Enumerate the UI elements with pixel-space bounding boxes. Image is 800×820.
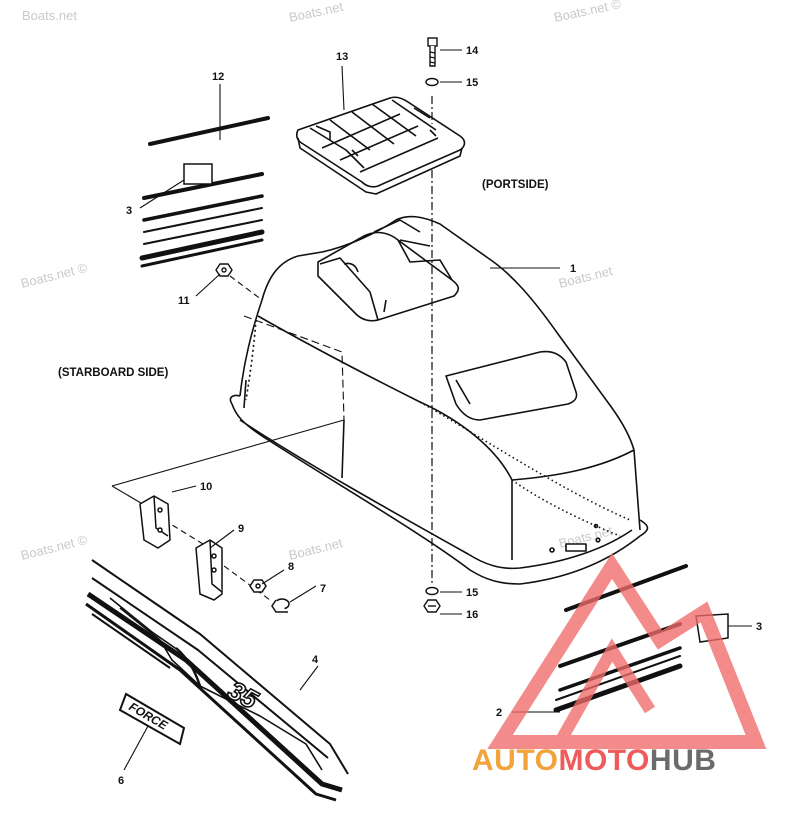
label-part-10: 10 [200, 481, 212, 493]
label-part-4: 4 [312, 654, 319, 666]
automotohub-logo [487, 553, 767, 749]
portside-label: (PORTSIDE) [482, 179, 549, 191]
leader-lines [123, 49, 752, 771]
badge-part-6: FORCE [118, 692, 186, 746]
intake-grille [295, 96, 466, 195]
decal-part-3-left [183, 163, 213, 185]
label-part-12: 12 [212, 71, 224, 83]
label-part-7: 7 [320, 583, 326, 595]
watermark: Boats.net © [553, 0, 623, 25]
label-part-16: 16 [466, 609, 478, 621]
part-labels: 1 2 3 3 4 6 7 8 9 10 11 12 13 14 15 15 1… [118, 45, 762, 787]
label-part-3-left: 3 [126, 205, 132, 217]
label-part-2: 2 [496, 707, 502, 719]
logo-text-moto: MOTO [558, 744, 649, 777]
watermark: Boats.net [287, 535, 344, 563]
label-part-9: 9 [238, 523, 244, 535]
watermark: Boats.net [288, 0, 345, 25]
decal-model-text: 35 [223, 675, 263, 715]
dash-line [229, 275, 263, 301]
watermark: Boats.net [22, 8, 77, 23]
nut-part-16 [423, 599, 441, 613]
washer-part-8 [249, 579, 267, 593]
label-part-15-bottom: 15 [466, 587, 478, 599]
screw-part-14 [427, 37, 438, 67]
screw-part-7 [271, 598, 290, 613]
logo-text-auto: AUTO [472, 744, 558, 777]
label-part-8: 8 [288, 561, 294, 573]
label-part-1: 1 [570, 263, 576, 275]
logo-inner-mark-icon [554, 638, 656, 745]
label-part-3-right: 3 [756, 621, 762, 633]
screw-part-11 [215, 263, 233, 277]
label-part-15-top: 15 [466, 77, 478, 89]
label-part-11: 11 [178, 295, 190, 307]
logo-triangle-icon [487, 553, 767, 749]
watermark: Boats.net [557, 263, 614, 291]
clip-part-9 [195, 539, 223, 601]
washer-part-15-top [425, 77, 439, 87]
washer-part-15-bottom [425, 586, 439, 596]
watermark: Boats.net © [19, 260, 89, 291]
decal-stripes-left [139, 116, 270, 268]
decal-stripe-part-4 [85, 559, 349, 802]
watermark: Boats.net © [19, 532, 89, 563]
label-part-13: 13 [336, 51, 348, 63]
starboard-label: (STARBOARD SIDE) [58, 367, 168, 379]
label-part-6: 6 [118, 775, 124, 787]
label-part-14: 14 [466, 45, 479, 57]
bracket-part-10 [139, 495, 171, 549]
engine-cover [229, 215, 649, 585]
logo-text: AUTOMOTOHUB [472, 744, 716, 777]
logo-text-hub: HUB [650, 744, 717, 777]
